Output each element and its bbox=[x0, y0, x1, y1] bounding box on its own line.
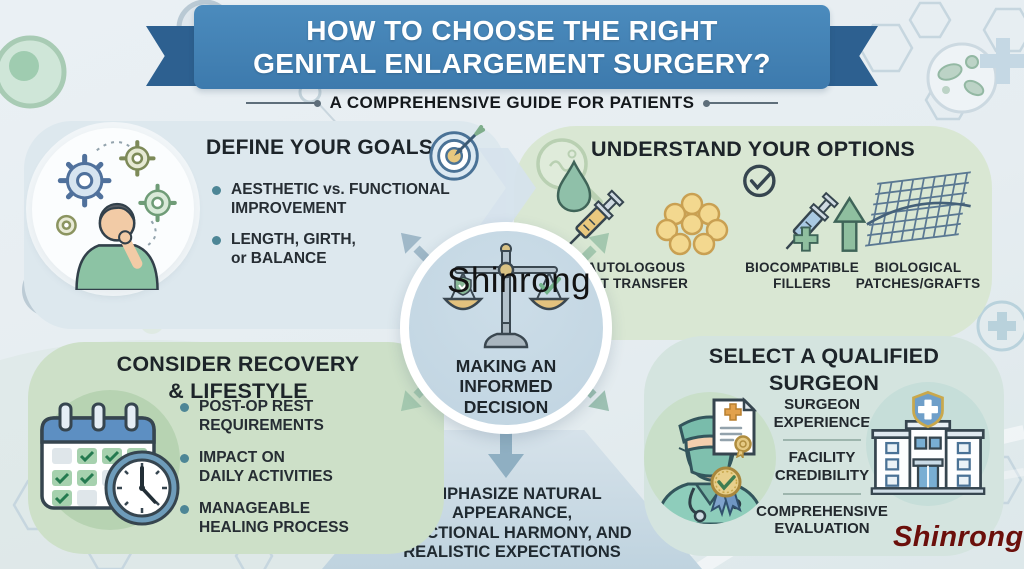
thinking-person-icon bbox=[32, 128, 194, 290]
understand-options-title: UNDERSTAND YOUR OPTIONS bbox=[591, 137, 915, 161]
biocompatible-filler-syringe-icon bbox=[743, 164, 866, 252]
define-goals-title: DEFINE YOUR GOALS bbox=[206, 136, 434, 159]
bullet-dot bbox=[180, 505, 189, 515]
bullet-dot bbox=[212, 236, 221, 246]
subtitle-right-line bbox=[703, 99, 779, 107]
balance-scale-icon bbox=[442, 243, 570, 349]
bullet-dot bbox=[180, 403, 189, 412]
cell-top-right bbox=[926, 42, 998, 114]
certificate-icon bbox=[712, 396, 758, 458]
biological-mesh-icon bbox=[865, 171, 971, 247]
fat-cells bbox=[655, 192, 729, 256]
hospital-icon bbox=[866, 382, 990, 506]
panel-recovery-lifestyle: CONSIDER RECOVERY& LIFESTYLE bbox=[28, 342, 444, 554]
award-rosette-icon bbox=[710, 466, 742, 518]
subtitle-left-line bbox=[245, 99, 321, 107]
calendar-clock-icon bbox=[40, 390, 180, 530]
page-subtitle: A COMPREHENSIVE GUIDE FOR PATIENTS bbox=[329, 93, 695, 112]
medical-cross-decor bbox=[976, 38, 1024, 352]
thinking-man bbox=[75, 202, 159, 290]
clock bbox=[104, 450, 180, 526]
brand-logo: Shinrong bbox=[893, 521, 1024, 553]
plus-icon bbox=[793, 226, 819, 252]
divider bbox=[783, 492, 861, 495]
bullet-dot bbox=[212, 186, 221, 195]
recovery-title: CONSIDER RECOVERY& LIFESTYLE bbox=[116, 352, 360, 403]
up-arrow-icon bbox=[832, 196, 866, 252]
gear-icons bbox=[56, 140, 177, 247]
down-arrow-icon bbox=[488, 430, 524, 478]
panel-define-goals: DEFINE YOUR GOALS AESTHETIC vs. FUNCTION… bbox=[24, 121, 506, 329]
target-icon bbox=[429, 125, 486, 181]
bullet-dot bbox=[180, 454, 189, 464]
banner-subtitle-row: A COMPREHENSIVE GUIDE FOR PATIENTS bbox=[0, 93, 1024, 113]
bullet-text: LENGTH, GIRTH,or BALANCE bbox=[231, 231, 356, 267]
watermark-center: Shinrong bbox=[447, 261, 592, 300]
bullet-item: LENGTH, GIRTH,or BALANCE bbox=[212, 231, 480, 268]
chevron-right-icon bbox=[478, 148, 536, 228]
divider bbox=[783, 439, 861, 442]
